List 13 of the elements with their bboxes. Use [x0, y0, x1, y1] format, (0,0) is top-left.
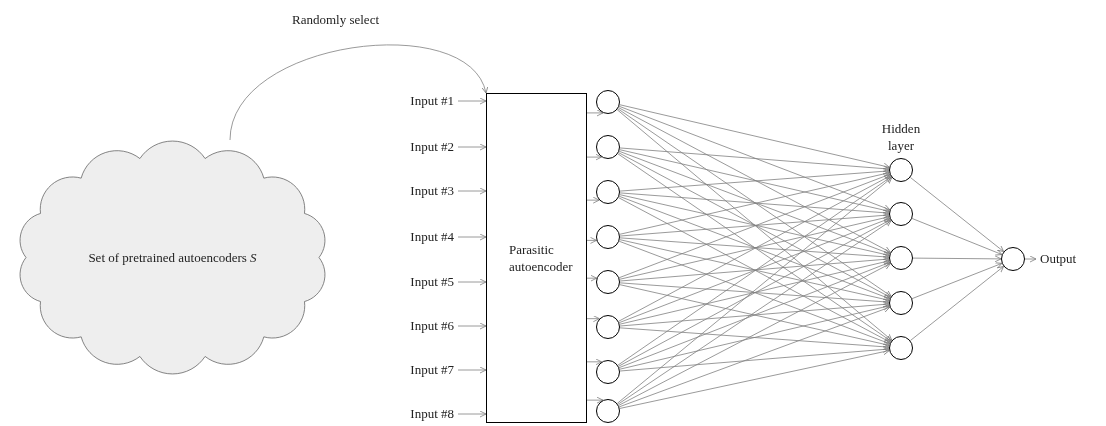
process-box [486, 93, 587, 423]
io-text: Input #2 [376, 138, 458, 156]
io-text: Input #3 [376, 182, 458, 200]
io-text: Input #6 [376, 317, 458, 335]
cloud-text: Set of pretrained autoencoders S [88, 248, 257, 267]
io-text: Input #5 [376, 273, 458, 291]
io-text: Input #8 [376, 405, 458, 423]
io-text: Input #1 [376, 92, 458, 110]
io-text: Input #4 [376, 228, 458, 246]
box-text: Parasitic autoencoder [509, 241, 574, 275]
layer-label: Hidden layer [880, 120, 922, 154]
io-text: Output [1036, 250, 1092, 268]
io-text: Input #7 [376, 361, 458, 379]
